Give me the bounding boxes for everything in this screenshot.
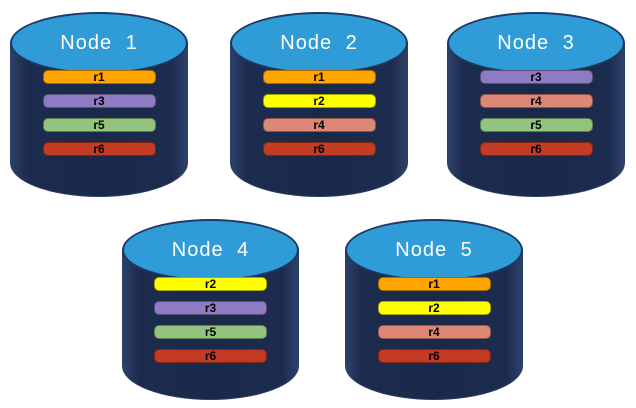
node-title: Node 3 [497, 31, 575, 54]
replica-bar: r6 [262, 142, 376, 156]
replica-list: r3 r4 r5 r6 [447, 70, 625, 156]
node-title: Node 1 [60, 31, 138, 54]
cylinder-top: Node 2 [230, 12, 408, 74]
replica-bar: r2 [154, 277, 267, 291]
replica-bar: r3 [42, 94, 156, 108]
replica-list: r2 r3 r5 r6 [122, 277, 299, 363]
replica-bar: r4 [377, 325, 491, 339]
replica-bar: r3 [479, 70, 593, 84]
replica-list: r1 r2 r4 r6 [230, 70, 408, 156]
node-title: Node 5 [395, 238, 473, 261]
replica-bar: r6 [479, 142, 593, 156]
replica-bar: r5 [154, 325, 267, 339]
replica-bar: r6 [377, 349, 491, 363]
replica-bar: r6 [42, 142, 156, 156]
replica-bar: r1 [262, 70, 376, 84]
replica-bar: r4 [479, 94, 593, 108]
cylinder-top: Node 4 [122, 219, 299, 281]
node-cylinder-5: Node 5 r1 r2 r4 r6 [345, 219, 523, 400]
replica-bar: r5 [479, 118, 593, 132]
replica-bar: r1 [42, 70, 156, 84]
cylinder-top: Node 1 [10, 12, 188, 74]
replica-bar: r3 [154, 301, 267, 315]
replica-bar: r2 [377, 301, 491, 315]
node-title: Node 4 [171, 238, 250, 261]
replica-list: r1 r3 r5 r6 [10, 70, 188, 156]
node-title: Node 2 [280, 31, 358, 54]
replica-bar: r4 [262, 118, 376, 132]
node-cylinder-2: Node 2 r1 r2 r4 r6 [230, 12, 408, 197]
replica-bar: r6 [154, 349, 267, 363]
replica-list: r1 r2 r4 r6 [345, 277, 523, 363]
replica-bar: r5 [42, 118, 156, 132]
cylinder-top: Node 3 [447, 12, 625, 74]
node-cylinder-3: Node 3 r3 r4 r5 r6 [447, 12, 625, 197]
replica-bar: r1 [377, 277, 491, 291]
cylinder-top: Node 5 [345, 219, 523, 281]
replica-bar: r2 [262, 94, 376, 108]
node-cylinder-4: Node 4 r2 r3 r5 r6 [122, 219, 299, 400]
node-cylinder-1: Node 1 r1 r3 r5 r6 [10, 12, 188, 197]
